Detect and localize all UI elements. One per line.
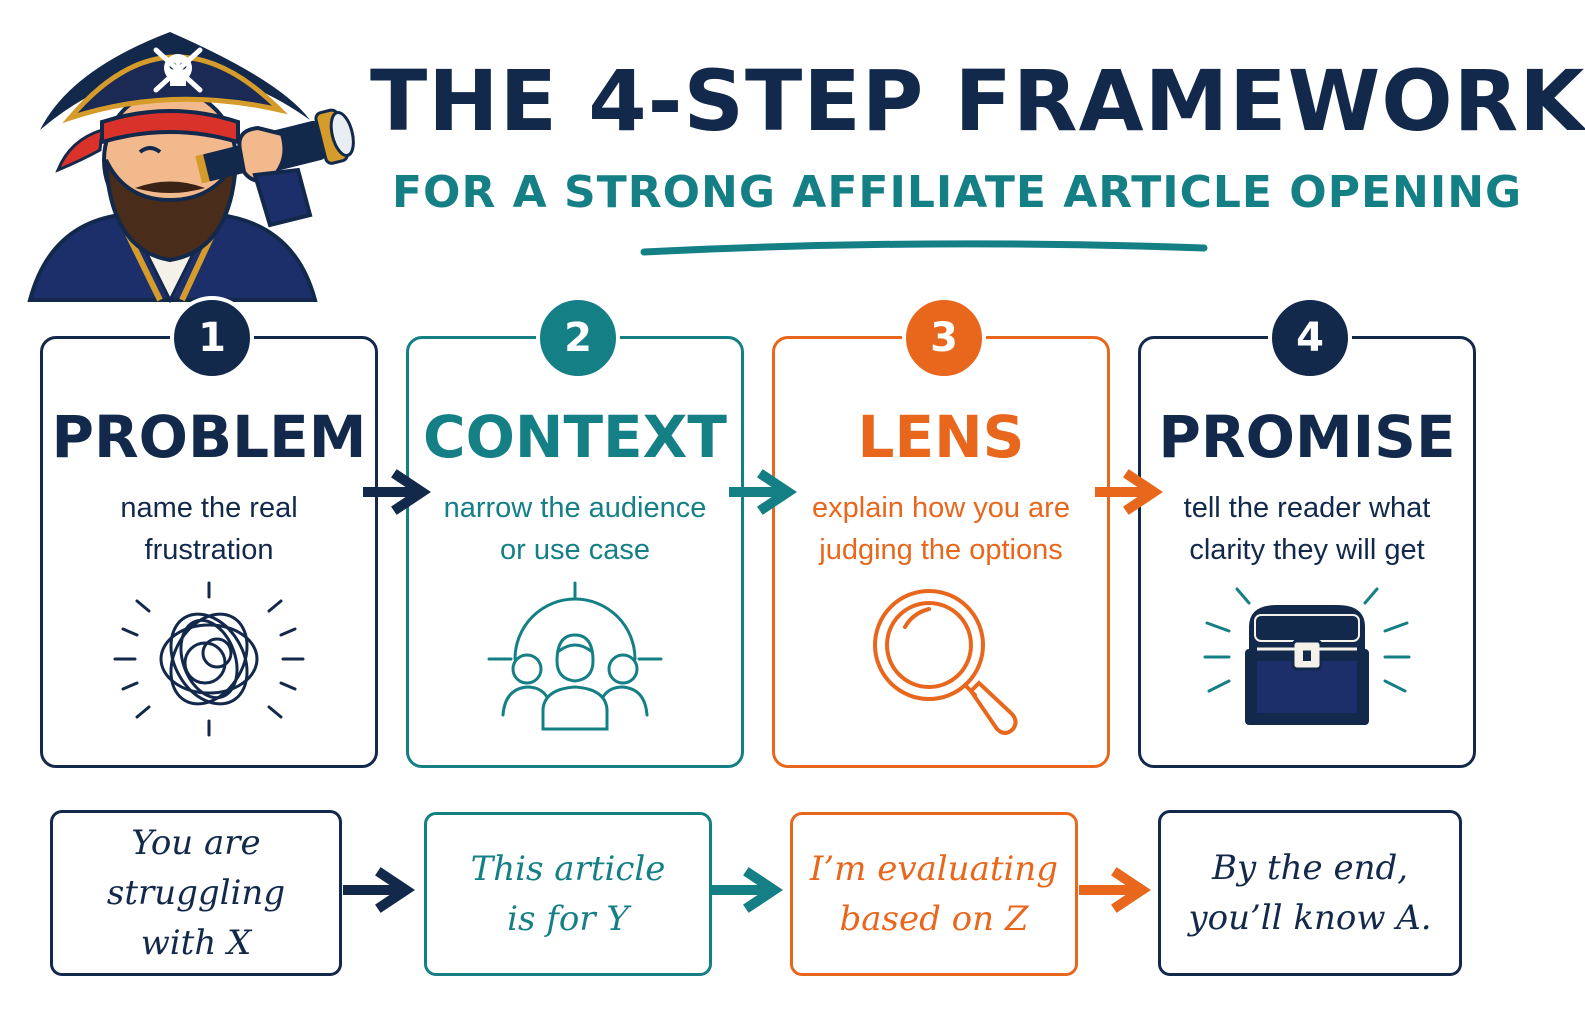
step-description: narrow the audience or use case [443,492,707,566]
page-subtitle: FOR A STRONG AFFILIATE ARTICLE OPENING [392,167,1523,218]
step-title: CONTEXT [423,403,727,471]
example-box-context: This article is for Y [424,812,712,976]
step-card-problem: PROBLEM name the real frustration [40,336,378,768]
step-number-badge: 4 [1268,296,1352,380]
example-box-lens: I’m evaluating based on Z [790,812,1078,976]
step-card-promise: PROMISE tell the reader what clarity the… [1138,336,1476,768]
step-number-badge: 1 [170,296,254,380]
arrow-right-icon [711,867,784,913]
arrow-right-icon [1079,867,1152,913]
step-description: name the real frustration [120,492,298,566]
pirate-with-spyglass-illustration [27,32,355,304]
tangled-knot-icon [113,581,305,737]
magnifying-glass-icon [873,589,1018,735]
step-description: explain how you are judging the options [812,492,1070,566]
step-card-context: CONTEXT narrow the audience or use case [406,336,744,768]
treasure-chest-icon [1203,587,1411,725]
step-number-badge: 2 [536,296,620,380]
example-box-promise: By the end, you’ll know A. [1158,810,1462,976]
step-title: PROBLEM [51,403,367,471]
page-title: THE 4-STEP FRAMEWORK [370,52,1585,150]
example-box-problem: You are struggling with X [50,810,342,976]
arrow-right-icon [343,867,416,913]
step-title: LENS [857,403,1025,471]
step-number-badge: 3 [902,296,986,380]
arrow-right-icon [729,469,798,515]
step-title: PROMISE [1158,403,1456,471]
arrow-right-icon [363,469,432,515]
step-card-lens: LENS explain how you are judging the opt… [772,336,1110,768]
arrow-right-icon [1095,469,1164,515]
step-description: tell the reader what clarity they will g… [1183,492,1431,566]
target-audience-icon [487,581,663,731]
title-underline [640,240,1208,256]
